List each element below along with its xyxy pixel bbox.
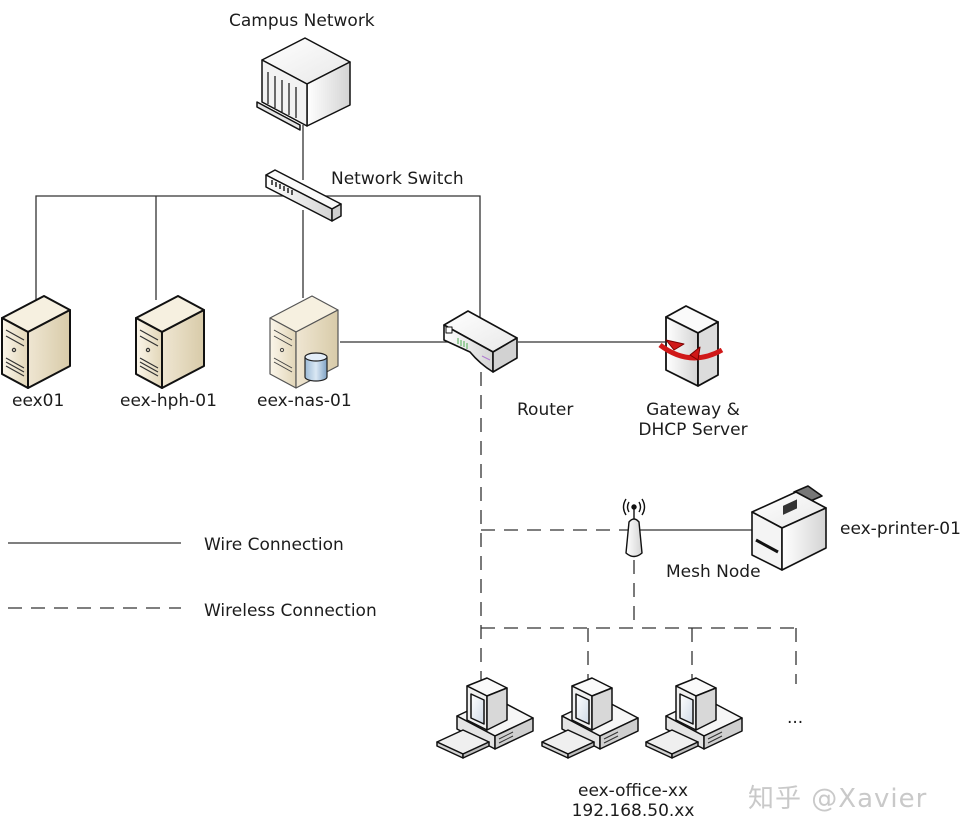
label-campus-network: Campus Network [229,11,375,31]
label-office-ip: 192.168.50.xx [571,801,695,821]
database-icon [304,352,328,382]
label-network-switch: Network Switch [331,169,464,189]
campus-building-icon[interactable] [256,37,351,131]
label-office-pcs: eex-office-xx 192.168.50.xx [560,781,706,821]
wire-switch-bus [35,195,481,318]
label-eex-hph-01: eex-hph-01 [120,391,217,411]
server-hph-icon[interactable] [135,295,205,389]
desktop-pc-icon[interactable] [645,677,743,759]
label-mesh-node: Mesh Node [666,562,761,582]
label-eex01: eex01 [12,391,65,411]
wireless-antenna-icon[interactable] [622,498,646,558]
watermark: 知乎 @Xavier [748,784,928,814]
network-switch-icon[interactable] [265,169,342,222]
legend-wireless-label: Wireless Connection [204,601,377,621]
label-eex-printer-01: eex-printer-01 [840,519,961,539]
label-office-name: eex-office-xx [577,781,689,801]
label-gateway: Gateway & DHCP Server [630,400,756,440]
server-eex01-icon[interactable] [1,295,71,389]
label-router: Router [517,400,574,420]
wireless-connections [480,372,797,684]
printer-icon[interactable] [751,485,827,571]
label-gateway-line1: Gateway & [646,400,740,420]
label-gateway-line2: DHCP Server [638,420,748,440]
wire-connections [35,125,752,531]
nas-server-icon[interactable] [269,295,339,389]
legend-wire-label: Wire Connection [204,535,344,555]
router-icon[interactable] [443,310,518,373]
label-eex-nas-01: eex-nas-01 [257,391,352,411]
desktop-pc-icon[interactable] [436,677,534,759]
label-more-pcs: ... [787,708,804,728]
desktop-pc-icon[interactable] [541,677,639,759]
gateway-server-icon[interactable] [658,305,724,387]
